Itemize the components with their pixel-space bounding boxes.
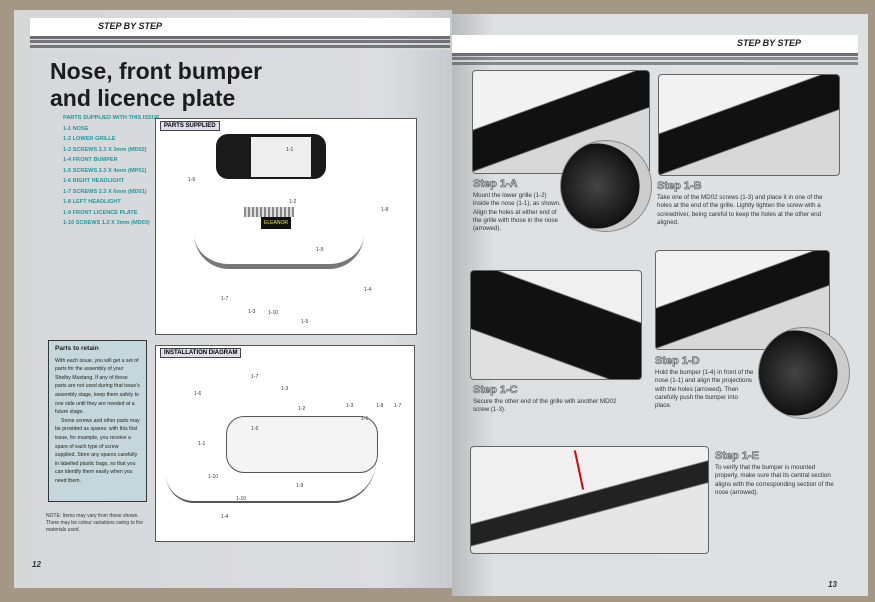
step-title: Step 1-C (473, 384, 518, 397)
part-label: 1-9 (316, 247, 324, 253)
left-stripes (30, 40, 450, 50)
part-label: 1-1 (286, 147, 294, 153)
retain-title: Parts to retain (55, 345, 99, 352)
parts-to-retain-box: Parts to retain With each issue, you wil… (48, 340, 147, 502)
part-label: 1-10 (268, 310, 279, 316)
parts-list-item: 1-10 SCREWS 1.2 X 3mm (MD03) (63, 220, 150, 226)
step-title: Step 1-E (715, 450, 760, 463)
photo-step-1b (658, 74, 840, 176)
right-stripes (452, 57, 858, 65)
installation-tag: INSTALLATION DIAGRAM (160, 348, 242, 358)
installation-diagram-box: INSTALLATION DIAGRAM 1-7 1-3 1-6 1-2 1-3 1-5 1… (155, 345, 415, 542)
step-text: To verify that the bumper is mounted pro… (715, 464, 834, 496)
photo-step-1e (470, 446, 709, 554)
part-label: 1-3 (281, 386, 289, 392)
step-title: Step 1-A (473, 178, 518, 191)
part-label: 1-8 (381, 207, 389, 213)
step-text: Secure the other end of the grille with … (473, 398, 617, 414)
part-label: 1-3 (346, 403, 354, 409)
step-text: Take one of the MD02 screws (1-3) and pl… (657, 194, 823, 226)
parts-supplied-tag: PARTS SUPPLIED (160, 121, 220, 131)
parts-heading: PARTS SUPPLIED WITH THIS ISSUE (63, 115, 160, 121)
parts-list: PARTS SUPPLIED WITH THIS ISSUE 1-1 NOSE 1… (63, 113, 160, 229)
page-number: 13 (828, 580, 837, 589)
part-label: 1-3 (248, 309, 256, 315)
step-title: Step 1-D (655, 355, 700, 368)
bumper-part (194, 234, 364, 269)
bumper-drawing (166, 461, 376, 503)
part-label: 1-9 (296, 483, 304, 489)
banner-label: STEP BY STEP (98, 21, 163, 31)
retain-paragraph: Some screws and other parts may be provi… (55, 417, 140, 484)
parts-list-item: 1-2 LOWER GRILLE (63, 136, 116, 142)
part-label: 1-5 (251, 426, 259, 432)
page-number: 12 (32, 560, 41, 569)
step-title: Step 1-B (657, 180, 702, 193)
step-text: Mount the lower grille (1-2) inside the … (473, 192, 561, 233)
part-label: 1-5 (301, 319, 309, 325)
detail-circle-1d (758, 327, 850, 419)
part-label: 1-1 (198, 441, 206, 447)
photo-step-1c (470, 270, 642, 380)
part-label: 1-4 (364, 287, 372, 293)
parts-list-item: 1-9 FRONT LICENCE PLATE (63, 209, 138, 216)
licence-plate: ELEANOR (261, 217, 291, 229)
part-label: 1-5 (361, 416, 369, 422)
grille-part (244, 207, 294, 217)
part-label: 1-7 (221, 296, 229, 302)
parts-supplied-box: PARTS SUPPLIED ELEANOR 1-1 1-6 1-2 1-8 1-9 1-… (155, 118, 417, 335)
step-text: Hold the bumper (1-4) in front of the no… (655, 369, 754, 410)
retain-paragraph: With each issue, you will get a set of p… (55, 357, 140, 416)
part-label: 1-10 (208, 474, 219, 480)
parts-list-item: 1-5 SCREWS 2.3 X 4mm (MP01) (63, 167, 147, 174)
nose-stripe (251, 137, 311, 177)
part-label: 1-4 (221, 514, 229, 520)
banner-label: STEP BY STEP (737, 38, 802, 48)
left-banner: STEP BY STEP (30, 18, 450, 39)
part-label: 1-7 (394, 403, 402, 409)
part-label: 1-6 (194, 391, 202, 397)
part-label: 1-2 (289, 199, 297, 205)
part-label: 1-6 (188, 177, 196, 183)
right-banner: STEP BY STEP (452, 35, 858, 56)
parts-list-item: 1-6 RIGHT HEADLIGHT (63, 178, 125, 184)
parts-list-item: 1-7 SCREWS 2.3 X 6mm (MD01) (63, 188, 147, 195)
part-label: 1-10 (236, 496, 247, 502)
parts-list-item: 1-3 SCREWS 2.3 X 3mm (MD02) (63, 146, 147, 153)
detail-circle-1a (560, 140, 652, 232)
part-label: 1-8 (376, 403, 384, 409)
part-label: 1-7 (251, 374, 259, 380)
parts-list-item: 1-8 LEFT HEADLIGHT (63, 199, 121, 205)
parts-list-item: 1-1 NOSE (63, 125, 89, 132)
part-label: 1-2 (298, 406, 306, 412)
note-text: NOTE: Items may vary from those shown. T… (46, 513, 143, 533)
parts-list-item: 1-4 FRONT BUMPER (63, 157, 118, 163)
